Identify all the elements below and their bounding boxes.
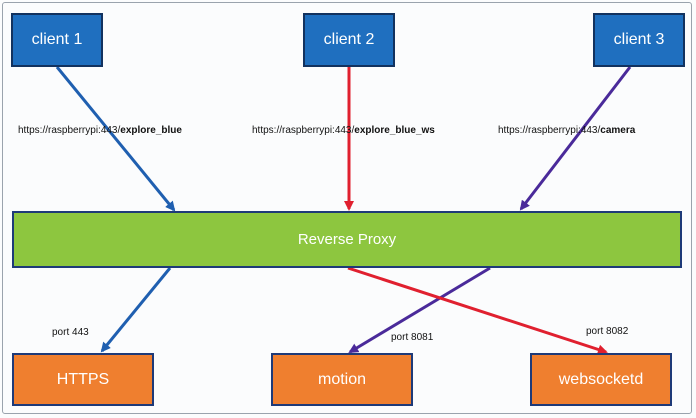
client-1-label: client 1	[31, 31, 83, 48]
url-3-path: camera	[600, 125, 636, 136]
motion-service-box: motion	[271, 353, 413, 406]
websocketd-service-box: websocketd	[530, 353, 672, 406]
diagram-frame	[2, 2, 692, 414]
arrow-proxy-websocketd	[347, 266, 608, 355]
websocketd-service-label: websocketd	[558, 370, 644, 388]
url-2-base: https://raspberrypi:443/	[252, 125, 355, 136]
url-label-2: https://raspberrypi:443/explore_blue_ws	[252, 125, 435, 136]
https-service-label: HTTPS	[56, 370, 110, 388]
url-3-base: https://raspberrypi:443/	[498, 125, 601, 136]
url-1-path: explore_blue	[120, 125, 182, 136]
client-2-label: client 2	[323, 31, 375, 48]
arrow-proxy-motion	[348, 266, 491, 354]
https-service-box: HTTPS	[12, 353, 154, 406]
client-2-box: client 2	[303, 13, 395, 67]
url-label-3: https://raspberrypi:443/camera	[498, 125, 635, 136]
port-label-8081: port 8081	[391, 332, 434, 343]
client-3-box: client 3	[593, 13, 685, 67]
client-1-box: client 1	[11, 13, 103, 67]
client-3-label: client 3	[613, 31, 665, 48]
arrow-client3-proxy	[519, 66, 632, 211]
motion-service-label: motion	[317, 370, 367, 388]
arrow-client1-proxy	[55, 66, 176, 212]
url-label-1: https://raspberrypi:443/explore_blue	[18, 125, 182, 136]
port-label-443: port 443	[52, 327, 89, 338]
url-1-base: https://raspberrypi:443/	[18, 125, 121, 136]
arrow-proxy-https	[100, 267, 172, 353]
port-label-8082: port 8082	[586, 326, 629, 337]
reverse-proxy-label: Reverse Proxy	[297, 231, 397, 248]
reverse-proxy-box: Reverse Proxy	[12, 211, 682, 268]
url-2-path: explore_blue_ws	[354, 125, 435, 136]
